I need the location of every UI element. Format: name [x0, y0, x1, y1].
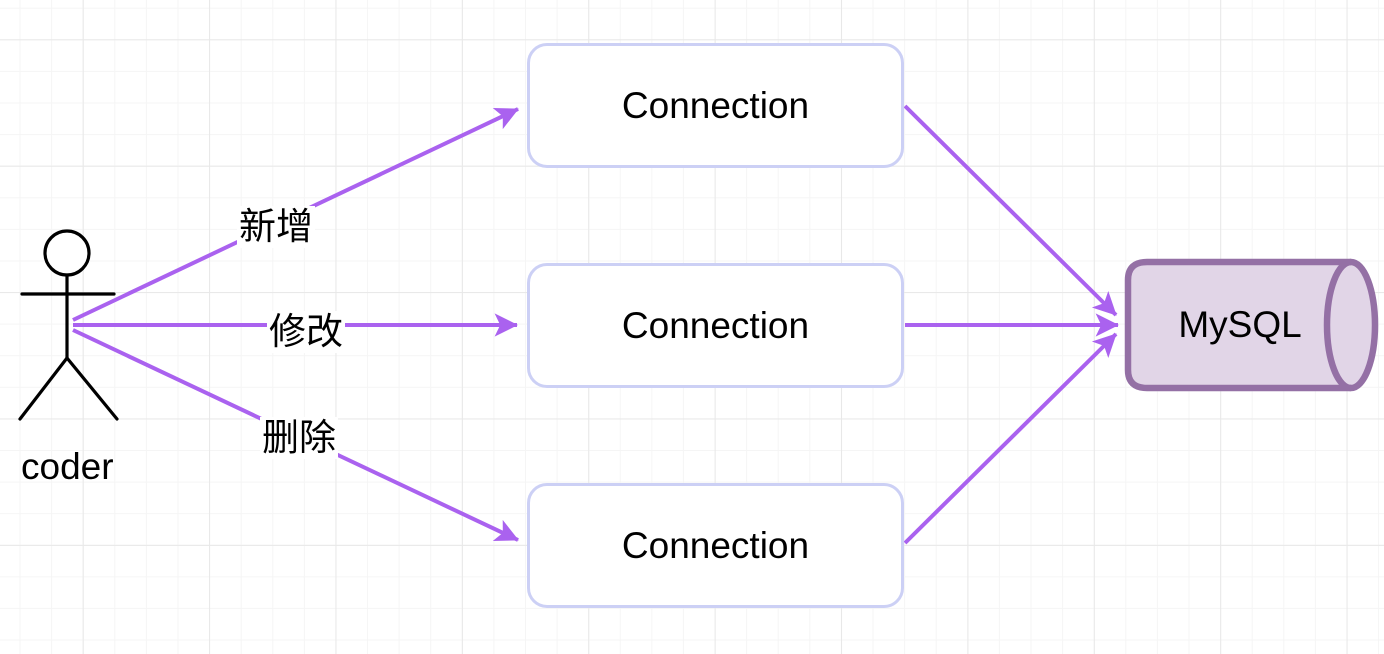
connection-node-bottom-label: Connection [621, 524, 810, 566]
database-cylinder-cap-arc [1323, 258, 1352, 392]
actor-label: coder [21, 446, 114, 487]
actor-head [43, 229, 91, 277]
connection-node-bottom: Connection [527, 483, 904, 608]
edge-label-add: 新增 [237, 206, 315, 248]
actor-right-leg [65, 356, 119, 421]
edge-bottom-db-arrow [903, 332, 1118, 545]
connection-node-middle: Connection [527, 263, 904, 388]
connection-node-middle-label: Connection [621, 304, 810, 346]
edge-label-modify: 修改 [267, 311, 345, 353]
connection-node-top: Connection [527, 43, 904, 168]
connection-to-database-edges [903, 104, 1119, 545]
database-label: MySQL [1178, 304, 1302, 345]
actor-left-leg [18, 356, 69, 421]
database-cylinder-body [1124, 258, 1379, 392]
edge-label-delete: 删除 [260, 417, 338, 459]
connection-node-top-label: Connection [621, 84, 810, 126]
cylinder-database-icon [1124, 258, 1379, 392]
stick-figure-icon [18, 229, 119, 421]
edge-top-db-arrow [903, 104, 1118, 317]
